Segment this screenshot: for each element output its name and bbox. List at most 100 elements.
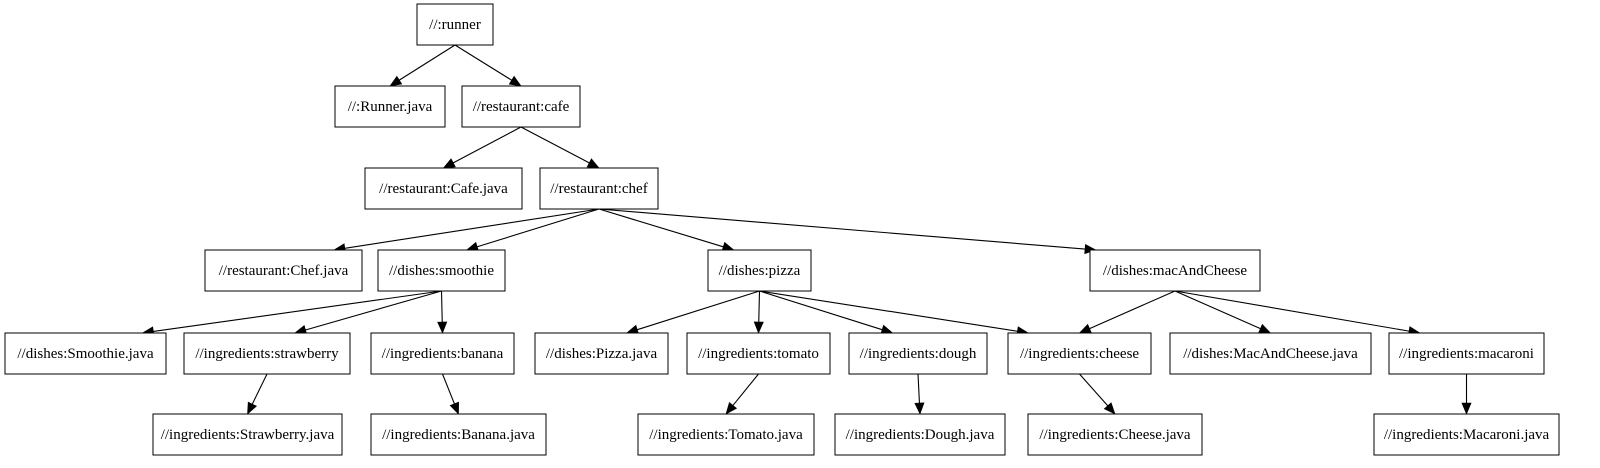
edge-arrowhead [914,402,925,415]
graph-node-runner[interactable]: //:runner [416,3,494,46]
node-label: //ingredients:banana [382,346,504,362]
edge-line [1174,290,1261,330]
node-label: //ingredients:dough [860,346,977,362]
node-label: //dishes:MacAndCheese.java [1183,346,1358,362]
edge-line [399,44,456,81]
edge-line [732,373,759,406]
graph-node-restaurant_cafe[interactable]: //restaurant:cafe [461,85,581,128]
graph-node-dishes_smoothie[interactable]: //dishes:smoothie [377,249,506,292]
node-label: //dishes:smoothie [389,263,494,279]
node-box [539,167,659,210]
edge-line [758,290,761,323]
graph-node-cheese_java[interactable]: //ingredients:Cheese.java [1027,413,1203,456]
edge-line [598,208,1086,250]
node-label: //dishes:Smoothie.java [17,346,154,362]
edge-arrowhead [1078,323,1092,334]
node-box [364,167,523,210]
edge-line [153,290,442,333]
graph-node-pizza_java[interactable]: //dishes:Pizza.java [534,332,669,375]
edge-arrowhead [442,158,456,169]
node-label: //dishes:pizza [719,263,801,279]
graph-node-cafe_java[interactable]: //restaurant:Cafe.java [364,167,523,210]
node-box [686,332,831,375]
edge-line [477,208,600,248]
edge-arrowhead [586,158,600,169]
node-box [370,332,515,375]
node-box [204,249,363,292]
edge-arrowhead [247,401,257,415]
node-box [461,85,581,128]
edge-arrowhead [1103,402,1116,415]
node-label: //ingredients:strawberry [195,346,339,362]
edge-line [1174,290,1410,332]
graph-node-dough_java[interactable]: //ingredients:Dough.java [834,413,1006,456]
graph-node-smoothie_java[interactable]: //dishes:Smoothie.java [4,332,167,375]
node-label: //:runner [429,17,481,33]
node-label: //restaurant:chef [550,181,647,197]
node-label: //ingredients:Cheese.java [1039,427,1191,443]
node-box [848,332,988,375]
graph-node-mac_java[interactable]: //dishes:MacAndCheese.java [1169,332,1372,375]
edge-line [441,373,455,404]
edge-arrowhead [725,402,738,415]
edge-line [1079,373,1109,407]
edge-line [440,290,443,323]
node-label: //ingredients:tomato [698,346,819,362]
node-box [1007,332,1152,375]
graph-node-ing_macaroni[interactable]: //ingredients:macaroni [1388,332,1545,375]
graph-node-dishes_mac[interactable]: //dishes:macAndCheese [1089,249,1261,292]
edge-line [917,373,920,404]
edge-line [305,290,442,331]
node-box [1169,332,1372,375]
node-box [707,249,812,292]
graph-node-ing_strawberry[interactable]: //ingredients:strawberry [183,332,351,375]
edge-arrowhead [437,321,448,334]
edge-line [598,208,724,248]
graph-node-tomato_java[interactable]: //ingredients:Tomato.java [637,413,815,456]
node-label: //ingredients:Tomato.java [649,427,803,443]
node-box [534,332,669,375]
graph-node-restaurant_chef[interactable]: //restaurant:chef [539,167,659,210]
graph-node-chef_java[interactable]: //restaurant:Chef.java [204,249,363,292]
edge-arrowhead [1258,323,1272,334]
edge-arrowhead [753,321,764,334]
edge-line [520,126,590,164]
node-box [1373,413,1560,456]
edge-line [759,290,1018,332]
graph-node-strawberry_java[interactable]: //ingredients:Strawberry.java [152,413,343,456]
edge-line [454,44,512,81]
node-box [334,85,446,128]
node-label: //ingredients:cheese [1020,346,1139,362]
graph-node-runner_java[interactable]: //:Runner.java [334,85,446,128]
edge-line [344,208,600,249]
graph-node-dishes_pizza[interactable]: //dishes:pizza [707,249,812,292]
graph-node-ing_dough[interactable]: //ingredients:dough [848,332,988,375]
node-box [1027,413,1203,456]
node-label: //ingredients:Banana.java [382,427,535,443]
node-box [1089,249,1261,292]
node-label: //dishes:macAndCheese [1103,263,1247,279]
graph-node-ing_banana[interactable]: //ingredients:banana [370,332,515,375]
graph-node-macaroni_java[interactable]: //ingredients:Macaroni.java [1373,413,1560,456]
graph-node-ing_cheese[interactable]: //ingredients:cheese [1007,332,1152,375]
node-label: //ingredients:Macaroni.java [1384,427,1550,443]
edge-arrowhead [389,75,403,87]
edge-arrowhead [449,401,459,415]
node-label: //restaurant:Cafe.java [379,181,508,197]
node-box [834,413,1006,456]
nodes-layer: //:runner //:Runner.java //restaurant:cafe… [4,3,1560,456]
node-box [416,3,494,46]
node-box [1388,332,1545,375]
graph-node-banana_java[interactable]: //ingredients:Banana.java [370,413,547,456]
node-label: //restaurant:Chef.java [219,263,349,279]
node-label: //ingredients:macaroni [1399,346,1534,362]
edge-line [637,290,760,331]
edge-line [251,373,268,405]
graph-node-ing_tomato[interactable]: //ingredients:tomato [686,332,831,375]
node-box [370,413,547,456]
edge-arrowhead [508,75,522,87]
node-box [377,249,506,292]
node-box [637,413,815,456]
node-box [183,332,351,375]
